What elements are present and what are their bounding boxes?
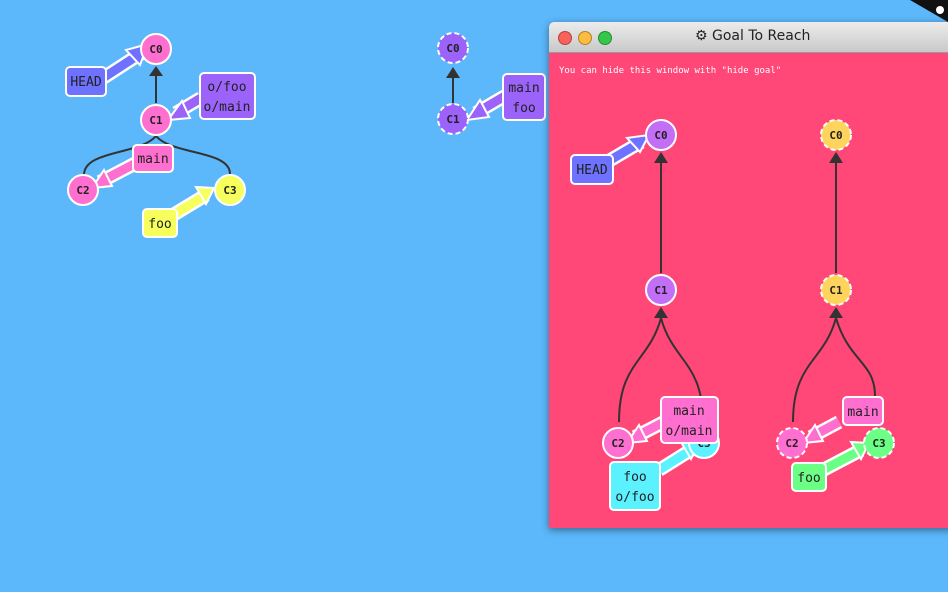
goal-remote-commit-c1: C1 xyxy=(820,274,852,306)
goal-ref-main-o-main: main o/main xyxy=(660,396,719,444)
local-ref-arrows xyxy=(89,42,216,224)
commit-label: C0 xyxy=(446,42,459,55)
commit-label: C2 xyxy=(76,184,89,197)
commit-label: C0 xyxy=(149,43,162,56)
goal-visualization: C0 C1 C3 C2 HEAD main o/main foo o/foo xyxy=(570,119,895,511)
ref-label: foo xyxy=(623,470,646,485)
goal-remote-commit-c3: C3 xyxy=(863,427,895,459)
commit-label: C0 xyxy=(654,129,667,142)
ref-main[interactable]: main xyxy=(132,144,174,173)
goal-remote-ref-main: main xyxy=(842,396,884,426)
minimize-button[interactable] xyxy=(578,31,592,45)
ref-label: foo xyxy=(512,101,535,116)
ref-label: o/main xyxy=(666,424,713,439)
ref-o-foo-o-main[interactable]: o/foo o/main xyxy=(199,72,256,120)
ref-label: o/foo xyxy=(207,80,246,95)
local-commit-c1[interactable]: C1 xyxy=(140,104,172,136)
ref-label: main xyxy=(508,81,539,96)
commit-label: C1 xyxy=(149,114,163,127)
commit-label: C1 xyxy=(829,284,843,297)
goal-ref-head: HEAD xyxy=(570,154,614,185)
gear-icon: ⚙ xyxy=(695,28,708,44)
ref-label: main xyxy=(137,152,168,167)
goal-hint-text: You can hide this window with "hide goal… xyxy=(559,66,782,76)
commit-label: C1 xyxy=(446,113,460,126)
goal-remote-edges xyxy=(792,152,876,423)
ref-foo[interactable]: foo xyxy=(142,208,178,238)
goal-ref-foo-o-foo: foo o/foo xyxy=(609,461,661,511)
goal-title-text: Goal To Reach xyxy=(712,28,811,44)
pin-icon xyxy=(936,6,944,14)
remote-ref-main-foo[interactable]: main foo xyxy=(502,73,546,121)
remote-commit-c1[interactable]: C1 xyxy=(437,103,469,135)
goal-title: ⚙ Goal To Reach xyxy=(695,28,810,44)
ref-label: foo xyxy=(797,471,820,486)
goal-remote-commit-c0: C0 xyxy=(820,119,852,151)
commit-label: C2 xyxy=(785,437,798,450)
goal-local-commit-c1: C1 xyxy=(645,274,677,306)
commit-label: C3 xyxy=(223,184,236,197)
remote-commit-c0[interactable]: C0 xyxy=(437,32,469,64)
remote-ref-arrows xyxy=(464,89,509,122)
ref-label: HEAD xyxy=(576,163,607,178)
commit-label: C2 xyxy=(611,437,624,450)
goal-window[interactable]: C0 C1 C3 C2 HEAD main o/main foo o/foo xyxy=(549,22,948,528)
local-commit-c2[interactable]: C2 xyxy=(67,174,99,206)
ref-label: main xyxy=(847,405,878,420)
goal-remote-ref-foo: foo xyxy=(791,462,827,492)
ref-label: o/main xyxy=(204,100,251,115)
goal-local-commit-c0: C0 xyxy=(645,119,677,151)
maximize-button[interactable] xyxy=(598,31,612,45)
ref-label: o/foo xyxy=(615,490,654,505)
ref-label: HEAD xyxy=(70,75,101,90)
local-commit-c3[interactable]: C3 xyxy=(214,174,246,206)
commit-label: C1 xyxy=(654,284,668,297)
remote-edges xyxy=(446,67,460,103)
ref-label: main xyxy=(673,404,704,419)
ref-head[interactable]: HEAD xyxy=(65,66,107,97)
local-commit-c0[interactable]: C0 xyxy=(140,33,172,65)
ref-label: foo xyxy=(148,217,171,232)
settings-corner-toggle[interactable] xyxy=(910,0,948,22)
commit-label: C3 xyxy=(872,437,885,450)
local-edges xyxy=(83,66,231,176)
goal-titlebar[interactable]: ⚙ Goal To Reach xyxy=(549,22,948,53)
goal-local-commit-c2: C2 xyxy=(602,427,634,459)
close-button[interactable] xyxy=(558,31,572,45)
goal-remote-commit-c2: C2 xyxy=(776,427,808,459)
goal-remote-ref-arrows xyxy=(800,415,871,477)
commit-label: C0 xyxy=(829,129,842,142)
